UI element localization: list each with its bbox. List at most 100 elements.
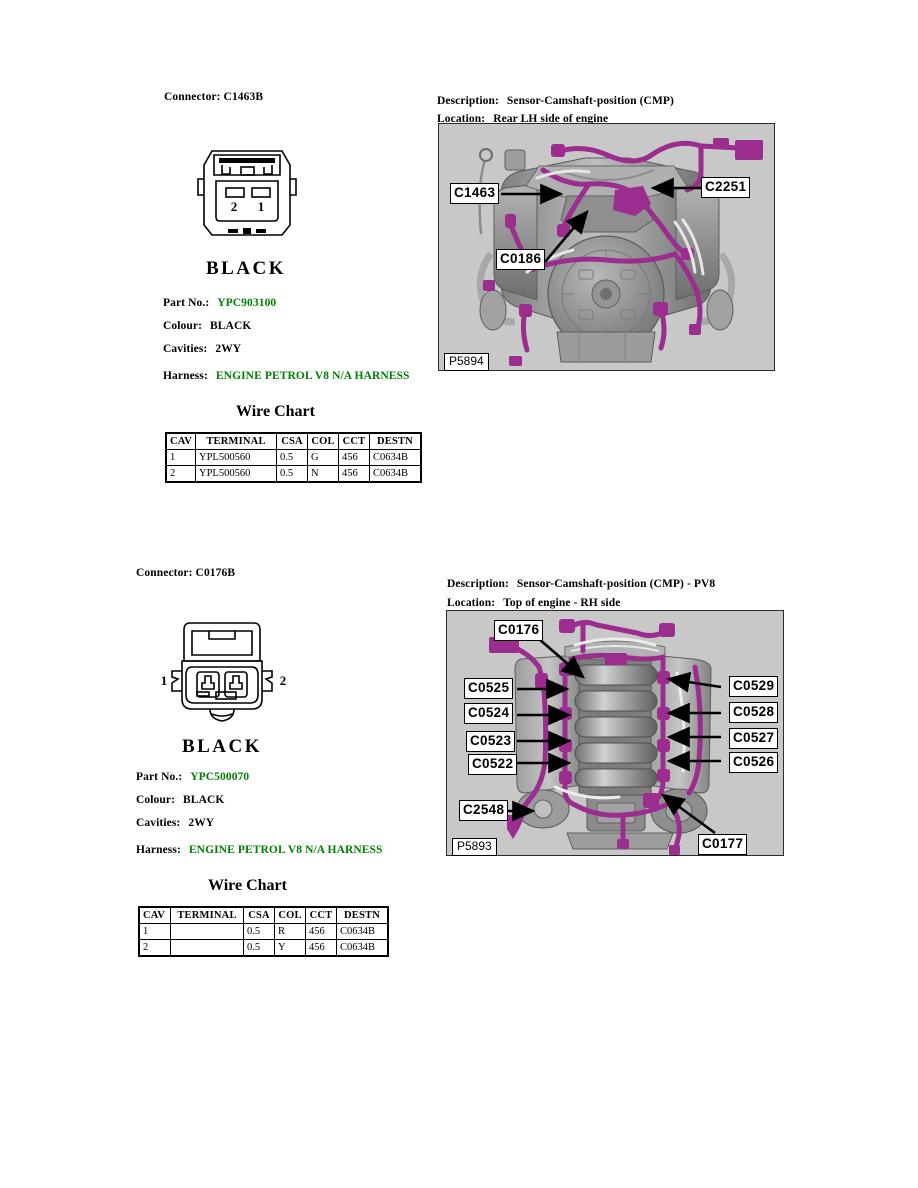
- col-csa: CSA: [276, 432, 308, 451]
- cell-csa: 0.5: [243, 939, 275, 957]
- cell-cct: 456: [338, 465, 370, 483]
- image-id-p5893: P5893: [452, 838, 497, 856]
- part-no-value-1: YPC903100: [217, 297, 277, 309]
- cavities-row-2: Cavities: 2WY: [136, 813, 214, 831]
- description-value-1: Sensor-Camshaft-position (CMP): [506, 95, 674, 107]
- callout-c0186: C0186: [496, 249, 546, 270]
- pin-number-1: 1: [258, 199, 265, 214]
- colour-value-2: BLACK: [183, 794, 225, 806]
- cell-destn: C0634B: [336, 923, 389, 941]
- engine-photo-rear-lh: [438, 123, 775, 371]
- pin-number-1: 1: [161, 673, 168, 688]
- callout-c2251: C2251: [701, 177, 751, 198]
- wire-chart-title-2: Wire Chart: [208, 877, 287, 894]
- cell-cct: 456: [338, 449, 370, 467]
- description-value-2: Sensor-Camshaft-position (CMP) - PV8: [516, 578, 716, 590]
- harness-row-2: Harness: ENGINE PETROL V8 N/A HARNESS: [136, 840, 383, 858]
- part-no-row-1: Part No.: YPC903100: [163, 293, 276, 311]
- col-terminal: TERMINAL: [195, 432, 277, 451]
- colour-label-2: Colour:: [136, 794, 176, 806]
- harness-value-1: ENGINE PETROL V8 N/A HARNESS: [215, 370, 410, 382]
- cell-terminal: YPL500560: [195, 449, 277, 467]
- description-row-2: Description: Sensor-Camshaft-position (C…: [447, 574, 715, 592]
- cell-terminal: [170, 923, 244, 941]
- wire-chart-title-1: Wire Chart: [236, 403, 315, 420]
- cell-terminal: [170, 939, 244, 957]
- location-value-1: Rear LH side of engine: [493, 113, 609, 125]
- wire-chart-table-1: CAV TERMINAL CSA COL CCT DESTN 1 YPL5005…: [165, 432, 422, 484]
- callout-c0524: C0524: [464, 703, 514, 724]
- col-csa: CSA: [243, 906, 275, 925]
- cell-cav: 1: [165, 449, 196, 467]
- table-row: 1 0.5 R 456 C0634B: [138, 923, 389, 941]
- col-col: COL: [274, 906, 306, 925]
- callout-c0525: C0525: [464, 678, 514, 699]
- callout-c0526: C0526: [729, 752, 779, 773]
- wire-chart-2: CAV TERMINAL CSA COL CCT DESTN 1 0.5 R 4…: [138, 906, 389, 958]
- cell-cct: 456: [305, 923, 337, 941]
- wire-chart-table-2: CAV TERMINAL CSA COL CCT DESTN 1 0.5 R 4…: [138, 906, 389, 958]
- pin-number-2: 2: [231, 199, 238, 214]
- description-row-1: Description: Sensor-Camshaft-position (C…: [437, 91, 674, 109]
- callout-c0523: C0523: [466, 731, 516, 752]
- cavities-value-1: 2WY: [215, 343, 242, 355]
- callout-c0522: C0522: [468, 754, 518, 775]
- col-destn: DESTN: [369, 432, 422, 451]
- table-row: 2 YPL500560 0.5 N 456 C0634B: [165, 465, 422, 483]
- table-row: 1 YPL500560 0.5 G 456 C0634B: [165, 449, 422, 467]
- colour-row-1: Colour: BLACK: [163, 316, 251, 334]
- callout-c0176: C0176: [494, 620, 544, 641]
- callout-c0527: C0527: [729, 728, 779, 749]
- connector-label-1: Connector: C1463B: [164, 91, 264, 103]
- cell-csa: 0.5: [276, 465, 308, 483]
- cell-col: Y: [274, 939, 306, 957]
- part-no-label-2: Part No.:: [136, 771, 183, 783]
- col-cct: CCT: [338, 432, 370, 451]
- cell-col: N: [307, 465, 339, 483]
- location-value-2: Top of engine - RH side: [503, 597, 621, 609]
- part-no-value-2: YPC500070: [190, 771, 250, 783]
- callout-c0528: C0528: [729, 702, 779, 723]
- cell-col: R: [274, 923, 306, 941]
- col-col: COL: [307, 432, 339, 451]
- connector-label-2: Connector: C0176B: [136, 567, 236, 579]
- connector-face-diagram-1: 2 1 BLACK: [186, 143, 306, 280]
- col-destn: DESTN: [336, 906, 389, 925]
- callout-c0177: C0177: [698, 834, 748, 855]
- part-no-row-2: Part No.: YPC500070: [136, 767, 249, 785]
- connector-face-svg-2: 1 2: [161, 622, 287, 722]
- harness-label-1: Harness:: [163, 370, 208, 382]
- col-cav: CAV: [138, 906, 171, 925]
- pin-number-2: 2: [280, 673, 287, 688]
- cell-col: G: [307, 449, 339, 467]
- cavities-label-2: Cavities:: [136, 817, 181, 829]
- location-label-1: Location:: [437, 113, 486, 125]
- cell-cct: 456: [305, 939, 337, 957]
- cell-cav: 2: [165, 465, 196, 483]
- connector-colour-caption-1: BLACK: [205, 258, 287, 279]
- part-no-label-1: Part No.:: [163, 297, 210, 309]
- col-cav: CAV: [165, 432, 196, 451]
- cell-cav: 1: [138, 923, 171, 941]
- colour-value-1: BLACK: [210, 320, 252, 332]
- cell-terminal: YPL500560: [195, 465, 277, 483]
- harness-row-1: Harness: ENGINE PETROL V8 N/A HARNESS: [163, 366, 410, 384]
- connector-face-svg-1: 2 1: [197, 150, 297, 236]
- callout-c0529: C0529: [729, 676, 779, 697]
- location-row-2: Location: Top of engine - RH side: [447, 593, 620, 611]
- location-row-1: Location: Rear LH side of engine: [437, 109, 608, 127]
- image-id-p5894: P5894: [444, 353, 489, 371]
- col-cct: CCT: [305, 906, 337, 925]
- cell-csa: 0.5: [276, 449, 308, 467]
- cell-destn: C0634B: [336, 939, 389, 957]
- cavities-label-1: Cavities:: [163, 343, 208, 355]
- description-label-2: Description:: [447, 578, 509, 590]
- cell-csa: 0.5: [243, 923, 275, 941]
- location-label-2: Location:: [447, 597, 496, 609]
- cell-cav: 2: [138, 939, 171, 957]
- table-row: 2 0.5 Y 456 C0634B: [138, 939, 389, 957]
- engine-illustration-1: [439, 124, 774, 370]
- cavities-row-1: Cavities: 2WY: [163, 339, 241, 357]
- callout-c1463: C1463: [450, 183, 500, 204]
